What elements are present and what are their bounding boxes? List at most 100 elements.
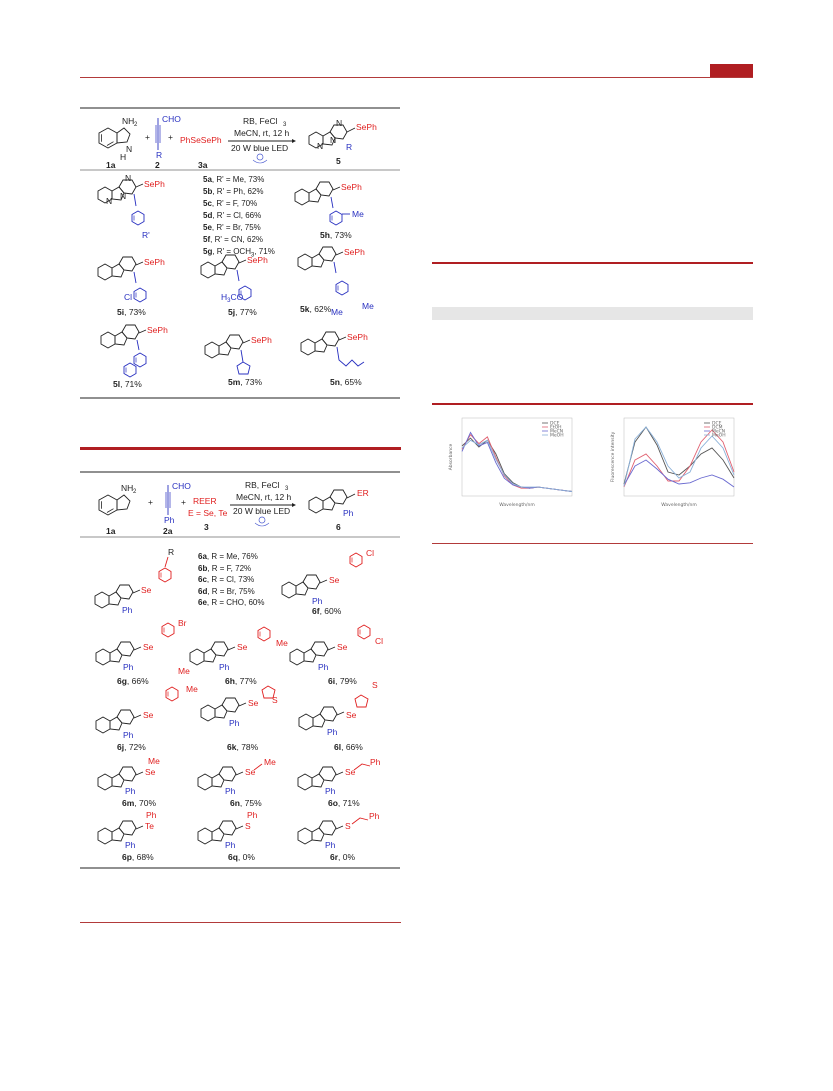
label-5h: 5h, 73% [320,230,352,240]
legend-entry: EtOH [550,425,562,431]
svg-text:Ph: Ph [125,840,136,850]
svg-text:Ph: Ph [312,596,323,606]
svg-text:H3CO: H3CO [221,292,244,304]
svg-text:SePh: SePh [341,182,362,192]
legend-entry: MeOH [712,433,726,439]
svg-text:+: + [168,132,173,142]
svg-text:N: N [126,144,132,154]
list-item: 6b, R = F, 72% [198,563,252,573]
list-item: 5c, R' = F, 70% [203,199,258,208]
label-5k: 5k, 62% [300,304,332,314]
svg-text:Br: Br [178,618,187,628]
label-5l: 5l, 71% [113,379,142,389]
label-6k: 6k, 78% [227,742,259,752]
svg-text:+: + [181,497,186,507]
label-6g: 6g, 66% [117,676,149,686]
svg-text:20 W blue LED: 20 W blue LED [233,506,290,516]
label-6o: 6o, 71% [328,798,360,808]
label-6j: 6j, 72% [117,742,146,752]
svg-text:Ph: Ph [318,662,329,672]
header-rule [80,77,753,78]
series-line [461,437,573,492]
svg-text:N: N [336,118,342,128]
y-axis-label: Fluorescence intensity [610,431,616,482]
figure-top-rule [432,403,753,405]
svg-text:Me: Me [352,209,364,219]
svg-text:RB, FeCl: RB, FeCl [245,480,280,490]
series-line [623,429,735,488]
svg-text:Me: Me [186,684,198,694]
svg-text:6: 6 [336,522,341,532]
svg-text:Ph: Ph [325,840,336,850]
label-6l: 6l, 66% [334,742,363,752]
svg-text:RB, FeCl: RB, FeCl [243,116,278,126]
svg-text:SePh: SePh [144,257,165,267]
series-line [623,426,735,485]
svg-text:Ph: Ph [125,786,136,796]
label-6f: 6f, 60% [312,606,342,616]
list-item: 5b, R' = Ph, 62% [203,187,264,196]
svg-text:SePh: SePh [147,325,168,335]
x-axis-label: Wavelength/nm [661,502,696,508]
s1-amine: NH [122,116,134,126]
svg-text:20 W blue LED: 20 W blue LED [231,143,288,153]
svg-text:N: N [120,191,126,201]
svg-text:Cl: Cl [375,636,383,646]
label-6r: 6r, 0% [330,852,355,862]
list-item: 6c, R = Cl, 73% [198,575,255,584]
list-item: 6d, R = Br, 75% [198,586,255,596]
svg-text:Ph: Ph [343,508,354,518]
x-axis-label: Wavelength/nm [499,502,534,508]
svg-text:Ph: Ph [146,810,157,820]
list-item: 5a, R' = Me, 73% [203,175,265,184]
svg-text:H: H [120,152,126,162]
legend-entry: MeCN [550,429,563,435]
svg-text:Se: Se [346,710,357,720]
svg-text:MeCN, rt, 12 h: MeCN, rt, 12 h [234,128,290,138]
svg-text:Ph: Ph [123,662,134,672]
scheme1-list: 5a, R' = Me, 73% 5b, R' = Ph, 62% 5c, R'… [203,174,275,262]
svg-text:N: N [317,141,323,151]
label-5n: 5n, 65% [330,377,362,387]
svg-text:3: 3 [204,522,209,532]
legend-entry: MeCN [712,429,725,435]
label-5i: 5i, 73% [117,307,146,317]
svg-text:Ph: Ph [247,810,258,820]
legend-entry: DCM [712,425,723,431]
svg-text:SePh: SePh [356,122,377,132]
svg-text:SePh: SePh [251,335,272,345]
label-6n: 6n, 75% [230,798,262,808]
svg-text:Ph: Ph [327,727,338,737]
label-5m: 5m, 73% [228,377,262,387]
legend-entry: MeOH [550,433,564,439]
svg-text:Se: Se [345,767,356,777]
svg-text:S: S [245,821,251,831]
svg-text:Ph: Ph [164,515,175,525]
legend-entry: DCE [712,421,722,427]
svg-text:Ph: Ph [123,730,134,740]
svg-text:Me: Me [148,756,160,766]
list-item: 5d, R' = Cl, 66% [203,211,262,220]
svg-text:R: R [168,547,174,557]
label-5j: 5j, 77% [228,307,257,317]
label-6h: 6h, 77% [225,676,257,686]
svg-text:Ph: Ph [369,811,380,821]
svg-text:SePh: SePh [344,247,365,257]
svg-text:Se: Se [143,710,154,720]
label-6m: 6m, 70% [122,798,156,808]
svg-text:2: 2 [134,122,138,128]
svg-text:+: + [148,497,153,507]
svg-text:Ph: Ph [219,662,230,672]
svg-text:Me: Me [362,301,374,311]
svg-text:Se: Se [145,767,156,777]
series-line [461,439,573,492]
plot-frame [623,417,735,497]
svg-text:N: N [330,135,336,145]
page-number-tab [710,64,753,77]
series-line [623,459,735,488]
legend-entry: DCE [550,421,560,427]
